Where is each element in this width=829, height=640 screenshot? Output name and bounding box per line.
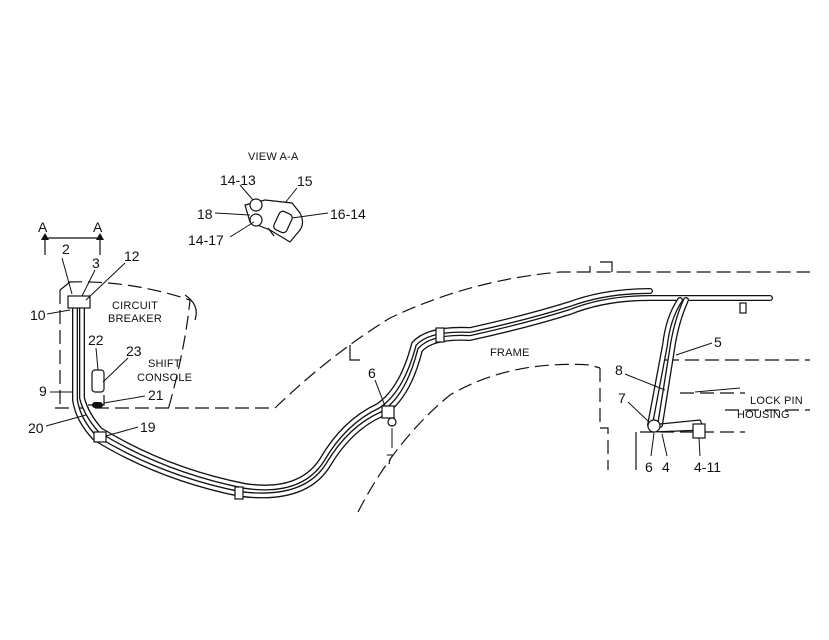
callout-19: 19: [140, 419, 156, 435]
callout-8: 8: [615, 362, 623, 378]
callout-23: 23: [126, 343, 142, 359]
clamp-bracket-6: [381, 405, 395, 419]
callout-21: 21: [148, 387, 164, 403]
label-lock-pin-line1: LOCK PIN: [750, 395, 803, 407]
label-circuit-breaker-line1: CIRCUIT: [112, 300, 158, 312]
callout-10: 10: [30, 307, 46, 323]
view-fitting-upper: [249, 198, 263, 212]
fitting-4-11: [692, 423, 706, 439]
callout-22: 22: [88, 332, 104, 348]
callout-14-17: 14-17: [188, 232, 224, 248]
section-mark-right: A: [93, 219, 103, 235]
fitting-top-left: [67, 295, 91, 309]
callout-7-right: 7: [618, 390, 626, 406]
label-shift-console-line1: SHIFT: [148, 358, 181, 370]
clamp-mid-frame: [435, 327, 445, 343]
callout-14-13: 14-13: [220, 172, 256, 188]
view-slot-plate: [273, 210, 293, 234]
callout-9: 9: [39, 383, 47, 399]
callout-18: 18: [197, 206, 213, 222]
console-outline: [59, 281, 197, 411]
tube-assembly: [72, 288, 773, 499]
leader-lines: [45, 184, 741, 457]
callout-4-11: 4-11: [694, 459, 721, 475]
clamp-lower-loop: [234, 486, 244, 500]
section-mark-left: A: [38, 219, 48, 235]
callout-12: 12: [124, 248, 140, 264]
label-frame: FRAME: [490, 347, 530, 359]
callout-4: 4: [662, 459, 670, 475]
callout-16-14: 16-14: [330, 206, 366, 222]
component-labels: CIRCUIT BREAKER SHIFT CONSOLE FRAME LOCK…: [108, 300, 803, 421]
callout-2: 2: [62, 241, 70, 257]
clamp-frame-end: [739, 302, 747, 314]
callout-15: 15: [297, 173, 313, 189]
label-lock-pin-line2: HOUSING: [737, 409, 790, 421]
label-circuit-breaker-line2: BREAKER: [108, 313, 162, 325]
tube-clamps: [67, 295, 747, 500]
fitting-22: [91, 369, 105, 393]
callout-6-mid: 6: [368, 365, 376, 381]
view-fitting-lower: [249, 213, 263, 227]
callout-5: 5: [714, 334, 722, 350]
callout-7-mid: 7: [386, 451, 394, 467]
clamp-bolt-7: [387, 417, 397, 427]
callout-20: 20: [28, 420, 44, 436]
callout-numbers: VIEW A-A A A 14-13 15 18 16-14 14-17 2 3…: [28, 151, 722, 475]
fitting-6-right: [647, 419, 661, 433]
view-a-a-detail: [244, 198, 304, 243]
label-shift-console-line2: CONSOLE: [137, 372, 192, 384]
clamp-19: [93, 431, 107, 443]
callout-3: 3: [92, 255, 100, 271]
section-indicator: [41, 233, 104, 255]
callout-6-right: 6: [645, 459, 653, 475]
view-title: VIEW A-A: [248, 151, 299, 163]
